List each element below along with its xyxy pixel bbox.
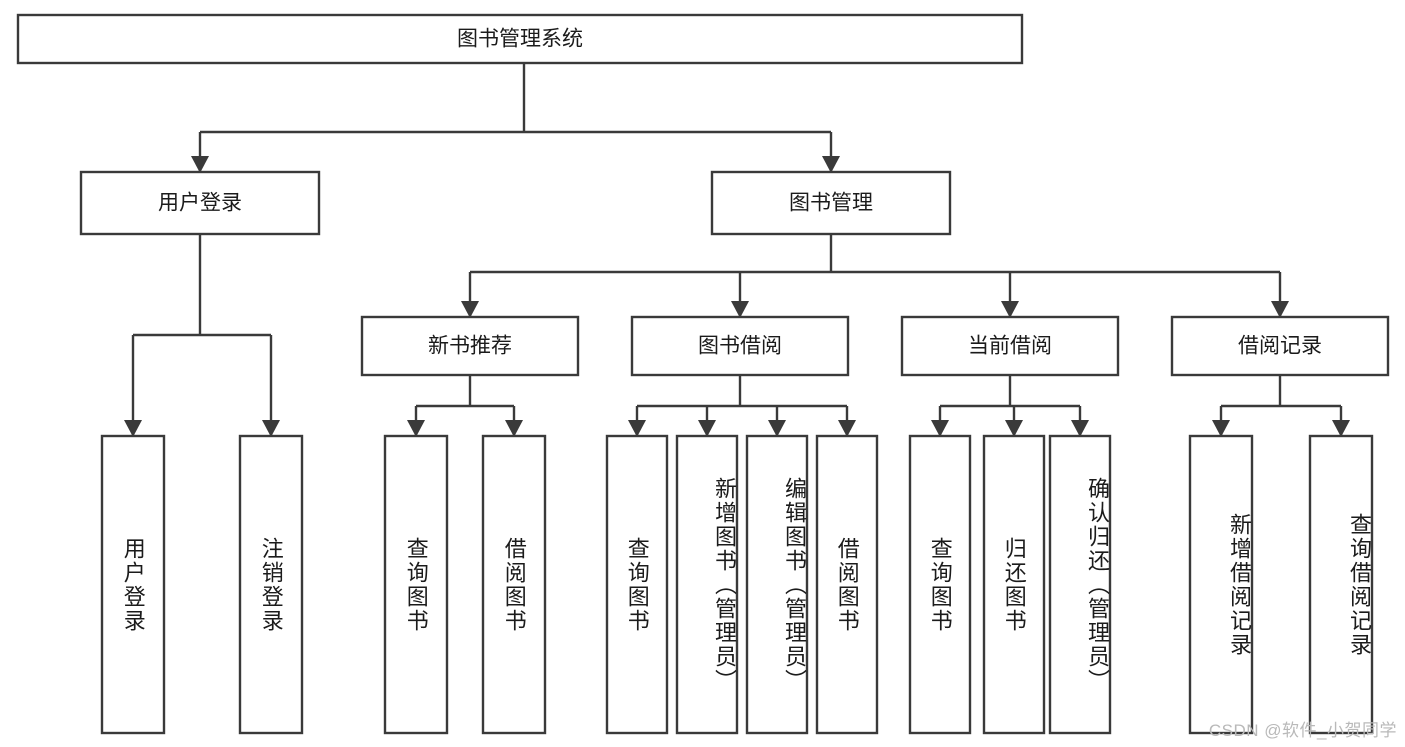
node-box-leaf-return-book xyxy=(982,434,1046,735)
node-box-leaf-query-book-2 xyxy=(605,434,669,735)
node-label-book-borrow: 图书借阅 xyxy=(698,335,782,358)
watermark-text: CSDN @软件_小贺同学 xyxy=(1208,721,1397,740)
arrow-head-icon xyxy=(505,420,523,437)
node-leaf-confirm-return[interactable] xyxy=(1048,434,1112,735)
connector-group-book-manage xyxy=(461,234,1289,318)
connector-group-user-login xyxy=(124,234,280,437)
node-label-new-book-recommend: 新书推荐 xyxy=(428,335,512,358)
node-box-leaf-confirm-return xyxy=(1048,434,1112,735)
node-box-leaf-borrow-book-1 xyxy=(481,434,547,735)
node-leaf-query-book-1[interactable] xyxy=(383,434,449,735)
node-box-leaf-borrow-book-2 xyxy=(815,434,879,735)
node-borrow-record[interactable]: 借阅记录 xyxy=(1170,315,1390,377)
node-leaf-query-record[interactable] xyxy=(1308,434,1374,735)
arrow-head-icon xyxy=(1212,420,1230,437)
arrow-head-icon xyxy=(191,156,209,173)
node-box-leaf-query-record xyxy=(1308,434,1374,735)
node-box-book-borrow xyxy=(630,315,850,377)
arrow-head-icon xyxy=(838,420,856,437)
node-label-borrow-record: 借阅记录 xyxy=(1238,335,1322,358)
arrow-head-icon xyxy=(931,420,949,437)
node-leaf-query-book-3[interactable] xyxy=(908,434,972,735)
arrow-head-icon xyxy=(628,420,646,437)
arrow-head-icon xyxy=(1071,420,1089,437)
arrow-head-icon xyxy=(698,420,716,437)
node-new-book-recommend[interactable]: 新书推荐 xyxy=(360,315,580,377)
connector-group-book-borrow xyxy=(628,375,856,437)
node-book-borrow[interactable]: 图书借阅 xyxy=(630,315,850,377)
arrow-head-icon xyxy=(822,156,840,173)
arrow-head-icon xyxy=(1001,301,1019,318)
node-leaf-borrow-book-1[interactable] xyxy=(481,434,547,735)
arrow-head-icon xyxy=(1271,301,1289,318)
node-box-current-borrow xyxy=(900,315,1120,377)
arrow-head-icon xyxy=(1005,420,1023,437)
node-leaf-return-book[interactable] xyxy=(982,434,1046,735)
node-box-leaf-add-record xyxy=(1188,434,1254,735)
arrow-head-icon xyxy=(407,420,425,437)
node-box-user-login xyxy=(79,170,321,236)
connectors-layer xyxy=(124,63,1350,437)
arrow-head-icon xyxy=(461,301,479,318)
node-leaf-add-book[interactable] xyxy=(675,434,739,735)
node-box-leaf-logout xyxy=(238,434,304,735)
node-box-leaf-query-book-1 xyxy=(383,434,449,735)
node-leaf-borrow-book-2[interactable] xyxy=(815,434,879,735)
connector-group-borrow-record xyxy=(1212,375,1350,437)
connector-group-root xyxy=(191,63,840,173)
node-box-leaf-query-book-3 xyxy=(908,434,972,735)
arrow-head-icon xyxy=(731,301,749,318)
node-leaf-add-record[interactable] xyxy=(1188,434,1254,735)
node-user-login[interactable]: 用户登录 xyxy=(79,170,321,236)
node-leaf-query-book-2[interactable] xyxy=(605,434,669,735)
node-box-new-book-recommend xyxy=(360,315,580,377)
node-current-borrow[interactable]: 当前借阅 xyxy=(900,315,1120,377)
node-box-leaf-edit-book xyxy=(745,434,809,735)
arrow-head-icon xyxy=(124,420,142,437)
node-label-root: 图书管理系统 xyxy=(457,28,583,51)
arrow-head-icon xyxy=(262,420,280,437)
connector-group-new-book-recommend xyxy=(407,375,523,437)
node-label-user-login: 用户登录 xyxy=(158,192,242,215)
node-root[interactable]: 图书管理系统 xyxy=(16,13,1024,65)
node-box-leaf-user-login xyxy=(100,434,166,735)
arrow-head-icon xyxy=(768,420,786,437)
arrow-head-icon xyxy=(1332,420,1350,437)
connector-group-current-borrow xyxy=(931,375,1089,437)
node-label-book-manage: 图书管理 xyxy=(789,192,873,215)
node-leaf-logout[interactable] xyxy=(238,434,304,735)
node-leaf-user-login[interactable] xyxy=(100,434,166,735)
node-box-root xyxy=(16,13,1024,65)
node-leaf-edit-book[interactable] xyxy=(745,434,809,735)
node-book-manage[interactable]: 图书管理 xyxy=(710,170,952,236)
node-box-borrow-record xyxy=(1170,315,1390,377)
node-label-current-borrow: 当前借阅 xyxy=(968,335,1052,358)
node-box-leaf-add-book xyxy=(675,434,739,735)
node-box-book-manage xyxy=(710,170,952,236)
